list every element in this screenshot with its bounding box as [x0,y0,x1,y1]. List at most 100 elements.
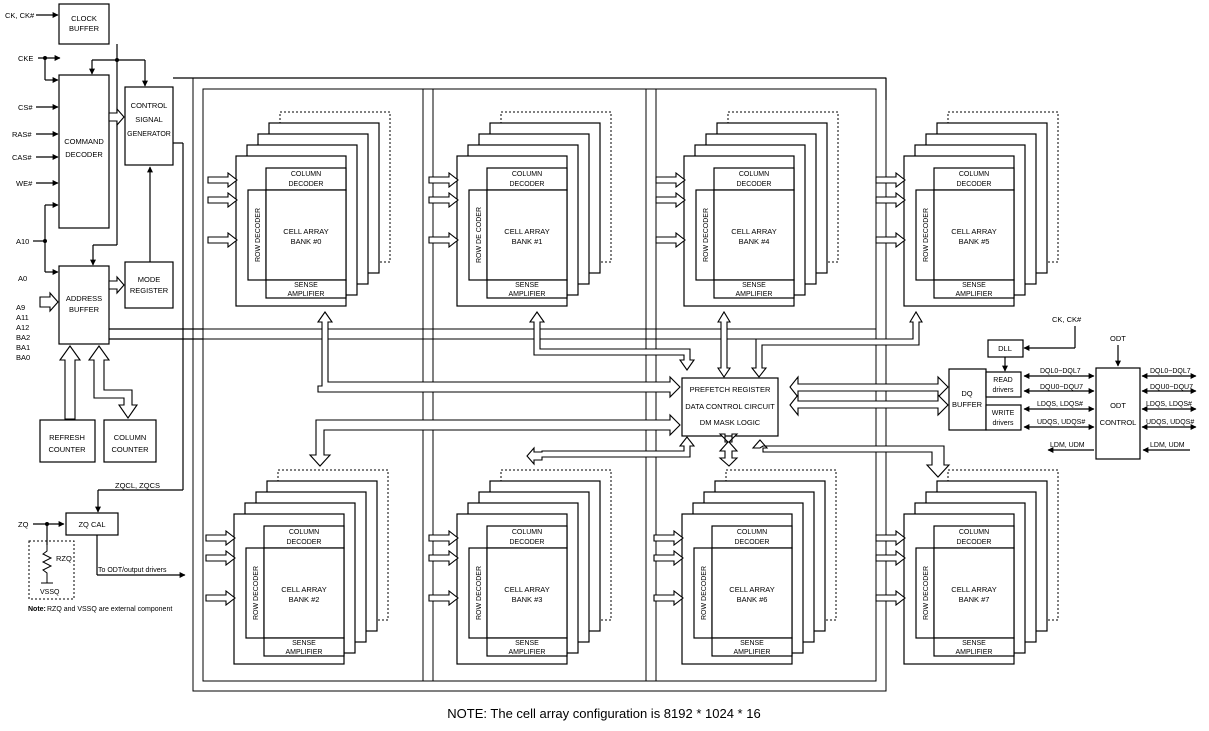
clock-buffer: CLOCK BUFFER [58,3,110,45]
sense-amplifier-label: SENSE [962,282,986,289]
column-decoder-label: DECODER [288,181,323,188]
control-signal-label-3: GENERATOR [127,131,171,138]
read-drivers-label-1: READ [993,377,1012,384]
refresh-counter-label-1: REFRESH [49,433,85,442]
ldqs-right-label: LDQS, LDQS# [1146,401,1192,408]
column-counter-label-1: COLUMN [114,433,147,442]
column-decoder-label: COLUMN [737,529,767,536]
cell-array-label: CELL ARRAY [504,227,549,236]
column-decoder-label: COLUMN [512,529,542,536]
mode-register: MODE REGISTER [124,261,174,309]
bank-input-arrow [428,191,459,209]
refresh-counter: REFRESH COUNTER [39,419,96,463]
command-decoder: COMMAND DECODER [58,74,110,229]
column-decoder-label: COLUMN [739,171,769,178]
dq-buffer-label-2: BUFFER [952,400,983,409]
sense-amplifier-label: SENSE [962,640,986,647]
row-decoder-label: ROW DECODER [476,566,483,620]
cell-array-box [933,547,1015,639]
cell-array-label: CELL ARRAY [729,585,774,594]
address-buffer-label-1: ADDRESS [66,294,102,303]
bank-name-label: BANK #0 [291,237,322,246]
column-decoder-label: DECODER [956,539,991,546]
bank-input-arrow [655,171,686,189]
a12-label: A12 [16,323,29,332]
cell-array-box [713,189,795,281]
data-control-circuit-label: DATA CONTROL CIRCUIT [685,402,775,411]
a9-label: A9 [16,303,25,312]
command-decoder-label-2: DECODER [65,150,103,159]
ba0-label: BA0 [16,353,30,362]
column-decoder-label: COLUMN [512,171,542,178]
control-signal-generator: CONTROL SIGNAL GENERATOR [124,86,174,166]
udqs-left-label: UDQS, UDQS# [1037,419,1085,426]
zqcl-zqcs-label: ZQCL, ZQCS [115,481,160,490]
column-counter: COLUMN COUNTER [103,419,157,463]
bank-input-arrow [655,231,686,249]
zq-note-prefix: Note: [28,606,46,613]
a0-input-label: A0 [18,274,27,283]
input-labels: CK, CK# CKE CS# RAS# CAS# WE# A10 A0 A9 … [5,11,35,529]
external-rzq-box [28,540,75,600]
bank-input-arrow [875,171,906,189]
zq-cal-label: ZQ CAL [78,520,105,529]
mode-register-label-1: MODE [138,275,161,284]
udqs-right-label: UDQS, UDQS# [1146,419,1194,426]
row-decoder-label: ROW DECODER [701,566,708,620]
bank-name-label: BANK #1 [512,237,543,246]
dq-buffer [948,368,987,431]
dll-label: DLL [998,344,1012,353]
ras-input-label: RAS# [12,130,32,139]
bank-input-arrow [428,529,459,547]
column-decoder-label: DECODER [286,539,321,546]
bank-input-arrow [875,529,906,547]
input-wires [33,12,61,313]
sense-amplifier-label: AMPLIFIER [734,649,771,656]
bank-name-label: BANK #7 [959,595,990,604]
read-drivers-label-2: drivers [992,387,1014,394]
sense-amplifier-box [933,279,1015,299]
column-decoder-label: COLUMN [291,171,321,178]
mode-register-label-2: REGISTER [130,286,169,295]
cell-array-label: CELL ARRAY [283,227,328,236]
dq-buffer-label-1: DQ [961,389,972,398]
dq-section: DQ BUFFER READ drivers WRITE drivers DLL… [948,315,1197,460]
cell-array-box [711,547,793,639]
bank-name-label: BANK #6 [737,595,768,604]
cell-array-box [486,189,568,281]
ldm-right-label: LDM, UDM [1150,442,1185,449]
sense-amplifier-label: SENSE [294,282,318,289]
write-drivers-label-2: drivers [992,420,1014,427]
row-decoder-label: ROW DECODER [253,566,260,620]
column-decoder-label: DECODER [956,181,991,188]
cas-input-label: CAS# [12,153,32,162]
sense-amplifier-box [711,637,793,657]
ldm-left-label: LDM, UDM [1050,442,1085,449]
a10-input-label: A10 [16,237,29,246]
dm-mask-logic-label: DM MASK LOGIC [700,418,761,427]
cell-array-note: NOTE: The cell array configuration is 81… [447,706,760,721]
column-decoder-label: DECODER [509,181,544,188]
column-decoder-label: COLUMN [959,529,989,536]
write-drivers [985,404,1022,431]
sense-amplifier-label: AMPLIFIER [509,291,546,298]
sense-amplifier-label: SENSE [742,282,766,289]
sense-amplifier-box [486,637,568,657]
zq-input-label: ZQ [18,520,29,529]
prefetch-data-paths [308,310,951,478]
bank-input-arrow [428,589,459,607]
to-odt-label: To ODT/output drivers [98,567,167,574]
bank-input-arrow [428,231,459,249]
sense-amplifier-box [486,279,568,299]
vssq-label: VSSQ [40,589,60,596]
sense-amplifier-box [933,637,1015,657]
bank-input-arrow [875,549,906,567]
cke-input-label: CKE [18,54,33,63]
column-decoder-label: COLUMN [289,529,319,536]
bank-input-arrow [875,231,906,249]
